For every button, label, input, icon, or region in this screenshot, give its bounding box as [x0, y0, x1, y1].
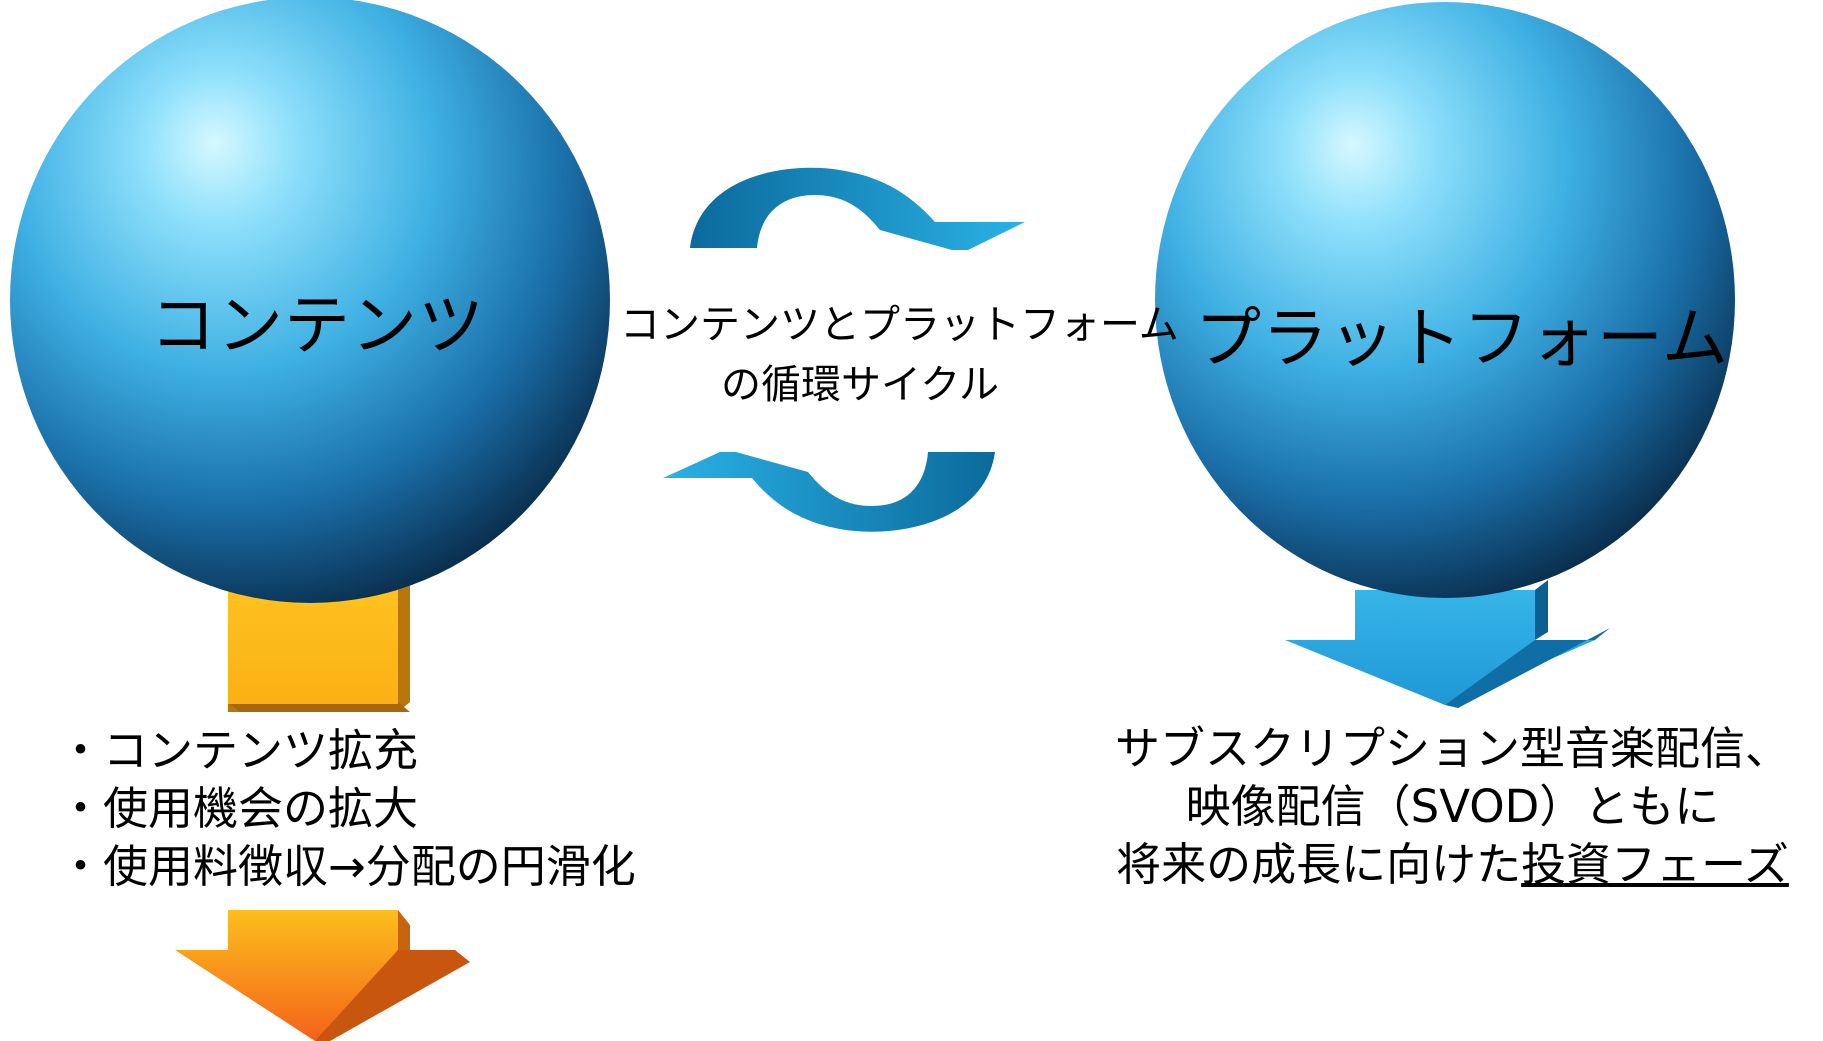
- gold-down-arrow: [228, 580, 410, 712]
- cycle-arrow-top: [690, 167, 1025, 250]
- cycle-caption: コンテンツとプラットフォーム の循環サイクル: [620, 295, 1179, 415]
- platform-description-line-1: サブスクリプション型音楽配信、: [1114, 722, 1790, 775]
- blue-down-arrow: [1285, 580, 1610, 708]
- cycle-caption-line-2: の循環サイクル: [721, 362, 999, 408]
- contents-bullet-list: ・コンテンツ拡充 ・使用機会の拡大 ・使用料徴収→分配の円滑化: [58, 722, 636, 896]
- orange-down-arrow: [175, 910, 470, 1041]
- list-item: ・使用料徴収→分配の円滑化: [58, 840, 636, 893]
- platform-description-line-3: 将来の成長に向けた投資フェーズ: [1085, 836, 1820, 894]
- list-item: ・使用機会の拡大: [58, 782, 419, 835]
- contents-sphere-label: コンテンツ: [150, 287, 485, 364]
- platform-description-line-2: 映像配信（SVOD）ともに: [1185, 780, 1720, 833]
- platform-sphere: [1155, 2, 1735, 598]
- platform-description: サブスクリプション型音楽配信、 映像配信（SVOD）ともに 将来の成長に向けた投…: [1085, 720, 1820, 894]
- investment-phase-emphasis: 投資フェーズ: [1521, 838, 1789, 891]
- cycle-caption-line-1: コンテンツとプラットフォーム: [620, 302, 1179, 348]
- list-item: ・コンテンツ拡充: [58, 724, 419, 777]
- platform-description-line-3-text: 将来の成長に向けた: [1116, 838, 1522, 891]
- contents-sphere: [10, 0, 610, 603]
- cycle-arrow-bottom: [663, 452, 995, 532]
- platform-sphere-label: プラットフォーム: [1195, 300, 1730, 377]
